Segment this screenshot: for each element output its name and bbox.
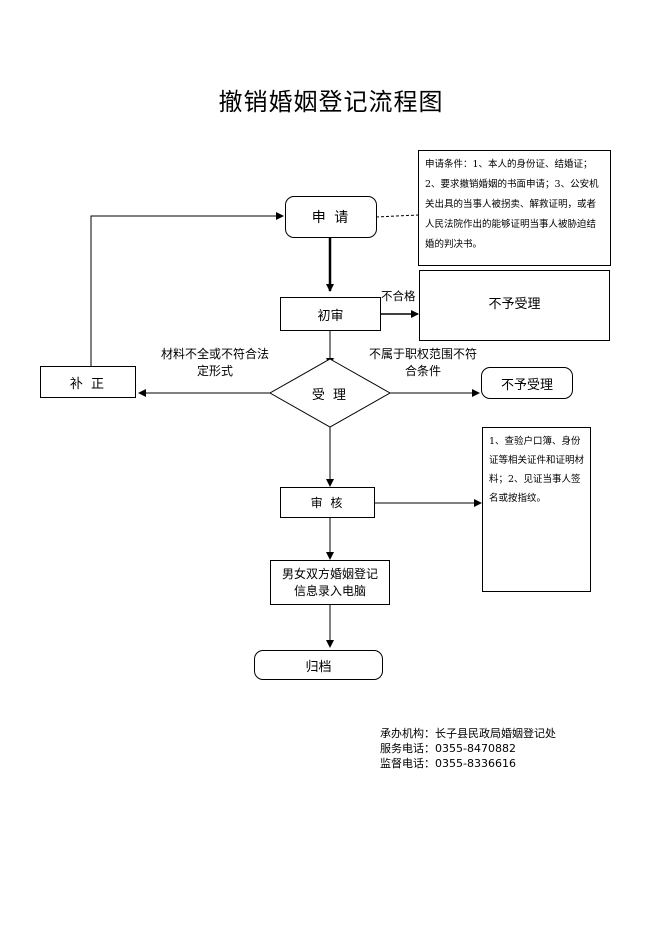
label-unqualified: 不合格	[381, 289, 416, 303]
entry-node: 男女双方婚姻登记 信息录入电脑	[270, 560, 390, 605]
label-out-of-scope: 不属于职权范围不符 合条件	[362, 346, 484, 380]
reject-node-1: 不予受理	[419, 270, 610, 341]
dashed-apply-to-conditions	[375, 214, 419, 218]
label-incomplete-line1: 材料不全或不符合法	[160, 347, 269, 361]
label-out-of-scope-line1: 不属于职权范围不符	[368, 347, 477, 361]
archive-node: 归档	[254, 650, 383, 680]
footer-org: 承办机构：长子县民政局婚姻登记处	[380, 727, 556, 740]
accept-diamond-shape	[268, 358, 392, 428]
application-conditions-note: 申请条件：1、本人的身份证、结婚证；2、要求撤销婚姻的书面申请；3、公安机关出具…	[418, 150, 611, 266]
entry-line1: 男女双方婚姻登记	[281, 566, 378, 581]
label-incomplete-line2: 定形式	[196, 364, 233, 378]
correct-node: 补 正	[40, 366, 136, 398]
review-node: 审 核	[280, 487, 375, 518]
page-title: 撤销婚姻登记流程图	[218, 88, 444, 116]
reject-node-2: 不予受理	[481, 367, 573, 399]
review-items-note: 1、查验户口簿、身份证等相关证件和证明材料；2、见证当事人签名或按指纹。	[482, 427, 591, 592]
entry-line2: 信息录入电脑	[293, 583, 366, 598]
footer-supervise-phone: 监督电话：0355-8336616	[380, 757, 516, 770]
apply-node: 申 请	[285, 196, 377, 238]
label-incomplete-materials: 材料不全或不符合法 定形式	[150, 346, 280, 380]
accept-node: 受 理	[311, 388, 349, 403]
footer-service-phone: 服务电话：0355-8470882	[380, 742, 516, 755]
label-out-of-scope-line2: 合条件	[404, 364, 441, 378]
initial-review-node: 初审	[280, 297, 381, 331]
arrow-correct-to-apply	[90, 212, 284, 366]
